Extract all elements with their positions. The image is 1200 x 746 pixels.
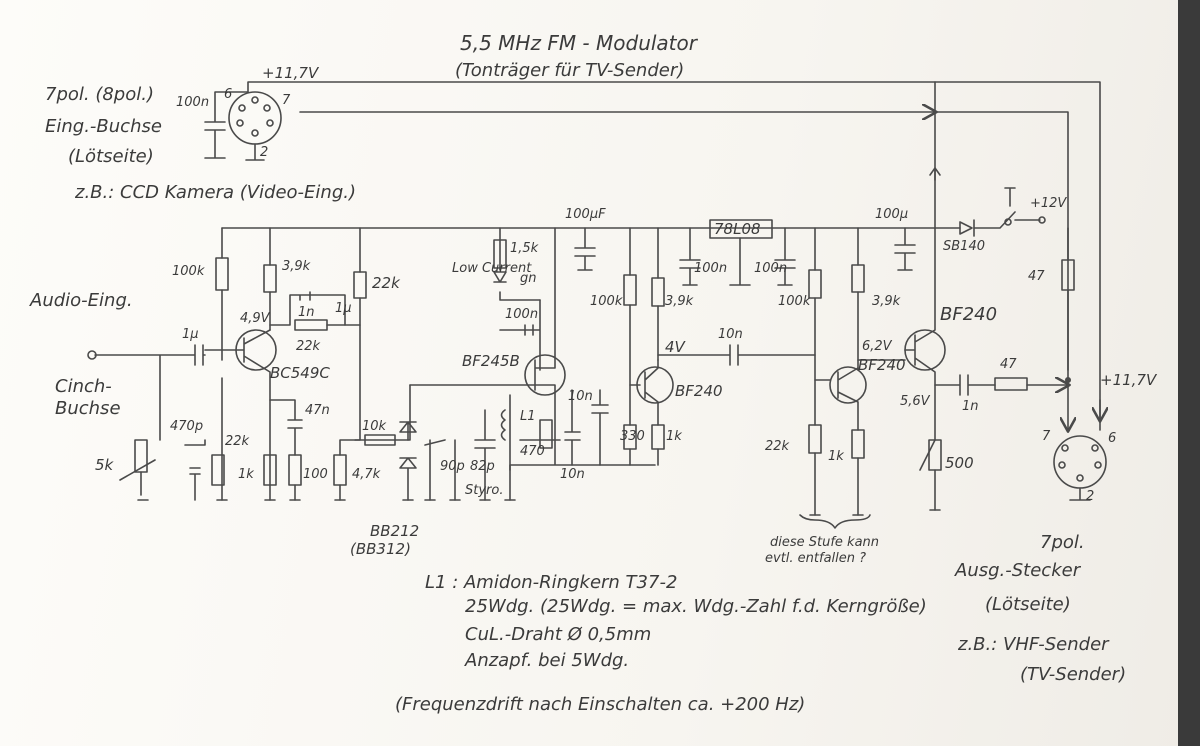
s1-ce: 47n (305, 403, 330, 418)
s1-rout: 22k (372, 274, 401, 292)
out-conn-example2: (TV-Sender) (1020, 664, 1126, 685)
osc-cgate: 100n (505, 307, 538, 322)
s1-r-top: 100k (172, 264, 205, 279)
coil-note-l1: L1 : Amidon-Ringkern T37-2 (425, 572, 677, 593)
buf-rcoll: 3,9k (665, 294, 694, 309)
out-rail: +11,7V (1100, 371, 1158, 389)
s1-cfb2: 1µ (335, 301, 352, 316)
s1-cb: 470p (170, 419, 203, 434)
osc-varicap: BB212 (370, 522, 419, 540)
out-conn-example1: z.B.: VHF-Sender (957, 634, 1110, 655)
out-conn-l3: (Lötseite) (985, 594, 1071, 615)
out-ve: 5,6V (900, 394, 931, 409)
out-transistor: BF240 (940, 304, 997, 325)
osc-coil: L1 (520, 409, 536, 424)
s3-re: 1k (828, 449, 844, 464)
osc-cds: 10n (568, 389, 593, 404)
reg-r1: 100k (778, 294, 811, 309)
out-conn-l2: Ausg.-Stecker (954, 560, 1082, 581)
buf-vnode: 4V (665, 338, 687, 356)
reg-cout: 100µ (875, 207, 908, 222)
in-conn-example: z.B.: CCD Kamera (Video-Eing.) (74, 182, 356, 203)
buf-re: 330 (620, 429, 645, 444)
in-pin2: 2 (260, 145, 268, 160)
s1-cfb1: 1n (298, 305, 315, 320)
osc-supply-cap: 100µF (565, 207, 606, 222)
reg-c2: 100n (754, 261, 787, 276)
wiring (87, 81, 1106, 529)
osc-cstyro: 82p (470, 459, 495, 474)
osc-styro: Styro. (465, 483, 503, 498)
buf-re2: 1k (666, 429, 682, 444)
in-conn-l1: 7pol. (8pol.) (45, 84, 154, 105)
coil-note-l4: Anzapf. bei 5Wdg. (464, 650, 629, 671)
out-pot: 500 (945, 454, 974, 472)
out-diode: SB140 (943, 239, 985, 254)
s1-re2: 100 (303, 467, 328, 482)
buf-transistor: BF240 (675, 382, 723, 400)
s3-note2: evtl. entfallen ? (765, 551, 866, 566)
in-conn-l3: (Lötseite) (68, 146, 154, 167)
out-conn-l1: 7pol. (1040, 532, 1085, 553)
s1-rfb: 22k (296, 339, 321, 354)
s3-rb: 22k (765, 439, 790, 454)
reg-c1: 100n (694, 261, 727, 276)
s3-note1: diese Stufe kann (770, 535, 879, 550)
reg-label: 78L08 (714, 220, 761, 238)
osc-led: Low Current (452, 261, 532, 276)
s1-re: 1k (238, 467, 254, 482)
in-pin6: 6 (224, 87, 232, 102)
buf-ccoupling: 10n (718, 327, 743, 342)
s3-vc: 6,2V (862, 339, 893, 354)
out-cout: 1n (962, 399, 979, 414)
drift-note: (Frequenzdrift nach Einschalten ca. +200… (395, 694, 805, 715)
osc-ctank: 10n (560, 467, 585, 482)
s1-r-coll: 3,9k (282, 259, 311, 274)
c-in: 1µ (182, 327, 199, 342)
s3-rcoll: 3,9k (872, 294, 901, 309)
pot-5k: 5k (95, 456, 115, 474)
s1-transistor: BC549C (270, 364, 330, 382)
s3-transistor: BF240 (858, 356, 906, 374)
out-pin6: 6 (1108, 431, 1116, 446)
bf240-buffer-symbol (636, 366, 674, 404)
out-pin2: 2 (1086, 489, 1094, 504)
bf240-stage3-symbol (829, 366, 867, 404)
osc-rcoil: 470 (520, 444, 545, 459)
cinch-l2: Buchse (55, 398, 121, 419)
paper-edge (1178, 0, 1200, 746)
in-pin7: 7 (282, 93, 291, 108)
out-supply: +12V (1030, 196, 1067, 211)
out-rout: 47 (1000, 357, 1017, 372)
bf245b-symbol (524, 354, 566, 396)
title-line2: (Tonträger für TV-Sender) (455, 60, 684, 81)
coil-note-l3: CuL.-Draht Ø 0,5mm (465, 624, 651, 645)
audio-input-label: Audio-Eing. (29, 290, 133, 311)
title-line1: 5,5 MHz FM - Modulator (460, 31, 699, 55)
s1-rb: 22k (225, 434, 250, 449)
osc-led-color: gn (520, 271, 537, 286)
in-conn-l2: Eing.-Buchse (45, 116, 162, 137)
rail-11v7-top (247, 81, 936, 93)
osc-trimmer: 90p (440, 459, 465, 474)
in-rail: +11,7V (262, 64, 320, 82)
s1-vbase: 4,9V (240, 311, 271, 326)
cinch-l1: Cinch- (55, 376, 112, 397)
out-rsupply: 47 (1028, 269, 1045, 284)
coil-note-l2: 25Wdg. (25Wdg. = max. Wdg.-Zahl f.d. Ker… (465, 596, 927, 617)
in-cap: 100n (176, 95, 209, 110)
osc-rled: 1,5k (510, 241, 539, 256)
buf-rtop: 100k (590, 294, 623, 309)
osc-varicap-alt: (BB312) (350, 540, 411, 558)
out-pin7: 7 (1042, 429, 1051, 444)
osc-rbias: 10k (362, 419, 387, 434)
s1-rout2: 4,7k (352, 467, 381, 482)
osc-fet: BF245B (462, 352, 520, 370)
